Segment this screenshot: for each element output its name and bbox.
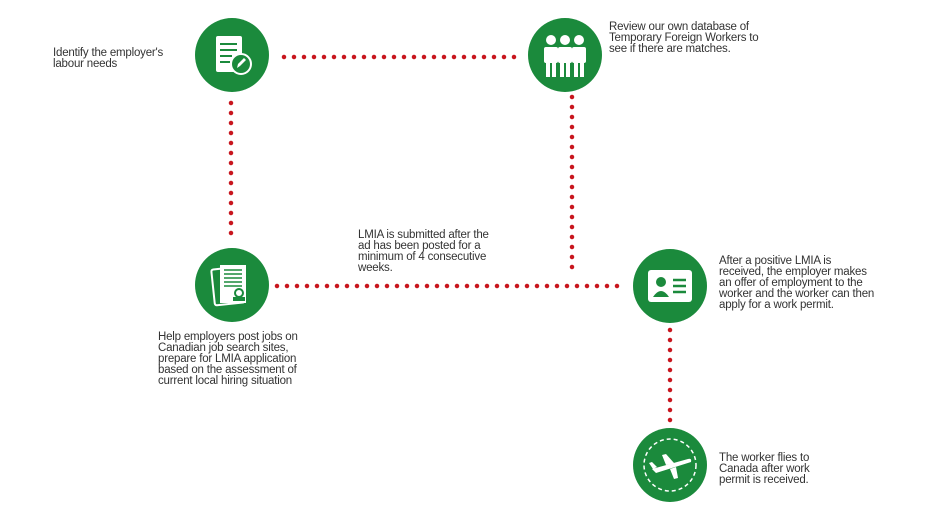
workers-icon — [544, 35, 586, 77]
step-2-node — [528, 18, 602, 92]
step-4-text: After a positive LMIA is received, the e… — [719, 255, 875, 311]
contract-stamp-icon — [210, 265, 246, 307]
step-3-text: Help employers post jobs on Canadian job… — [158, 331, 298, 387]
id-card-icon — [648, 270, 692, 302]
step-5-node — [633, 428, 707, 502]
airplane-icon — [643, 438, 697, 492]
step-4-node — [633, 249, 707, 323]
step-5-text: The worker flies to Canada after work pe… — [719, 452, 810, 486]
step-3-node — [195, 248, 269, 322]
step-1-text: Identify the employer's labour needs — [53, 47, 164, 70]
document-pencil-icon — [216, 36, 252, 75]
lmia-note: LMIA is submitted after the ad has been … — [358, 229, 489, 274]
step-2-text: Review our own database of Temporary For… — [609, 21, 759, 55]
step-1-node — [195, 18, 269, 92]
